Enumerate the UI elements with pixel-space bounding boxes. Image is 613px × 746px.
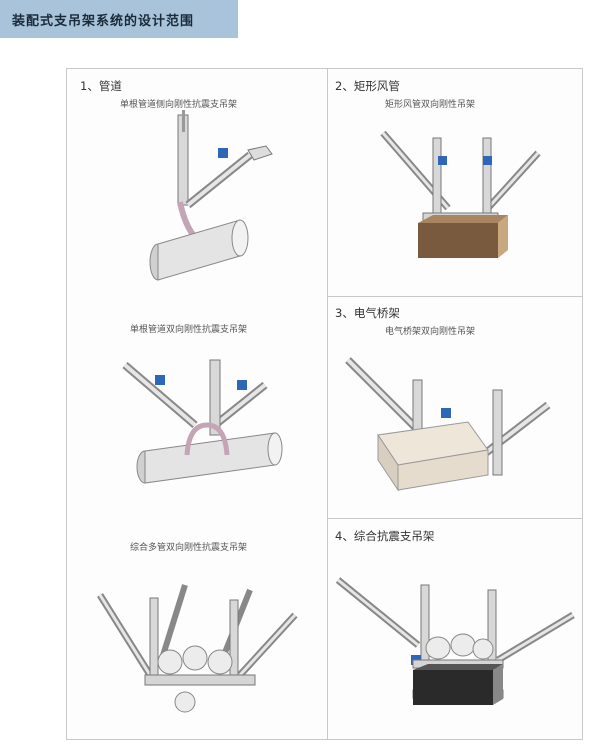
caption-single-pipe-lateral: 单根管道侧向刚性抗震支吊架	[120, 100, 238, 110]
column-divider	[327, 68, 328, 740]
page-header: 装配式支吊架系统的设计范围	[0, 0, 238, 38]
single-pipe-bidirectional-illustration	[122, 359, 283, 484]
section-title-duct: 2、矩形风管	[335, 79, 400, 93]
cable-tray-illustration	[345, 357, 551, 492]
caption-duct: 矩形风管双向刚性吊架	[385, 100, 476, 110]
row-divider-1	[327, 296, 583, 297]
multi-pipe-illustration	[97, 584, 298, 713]
header-title: 装配式支吊架系统的设计范围	[12, 13, 195, 29]
combined-illustration	[335, 577, 575, 705]
duct-illustration	[380, 130, 541, 258]
row-divider-2	[327, 518, 583, 519]
section-title-pipe: 1、管道	[80, 79, 122, 93]
caption-tray: 电气桥架双向刚性吊架	[385, 327, 476, 337]
caption-single-pipe-bidirectional: 单根管道双向刚性抗震支吊架	[130, 325, 248, 335]
section-title-combined: 4、综合抗震支吊架	[335, 529, 435, 543]
single-pipe-lateral-illustration	[149, 110, 273, 281]
caption-multi-pipe-bidirectional: 综合多管双向刚性抗震支吊架	[130, 543, 248, 553]
section-title-tray: 3、电气桥架	[335, 306, 400, 320]
